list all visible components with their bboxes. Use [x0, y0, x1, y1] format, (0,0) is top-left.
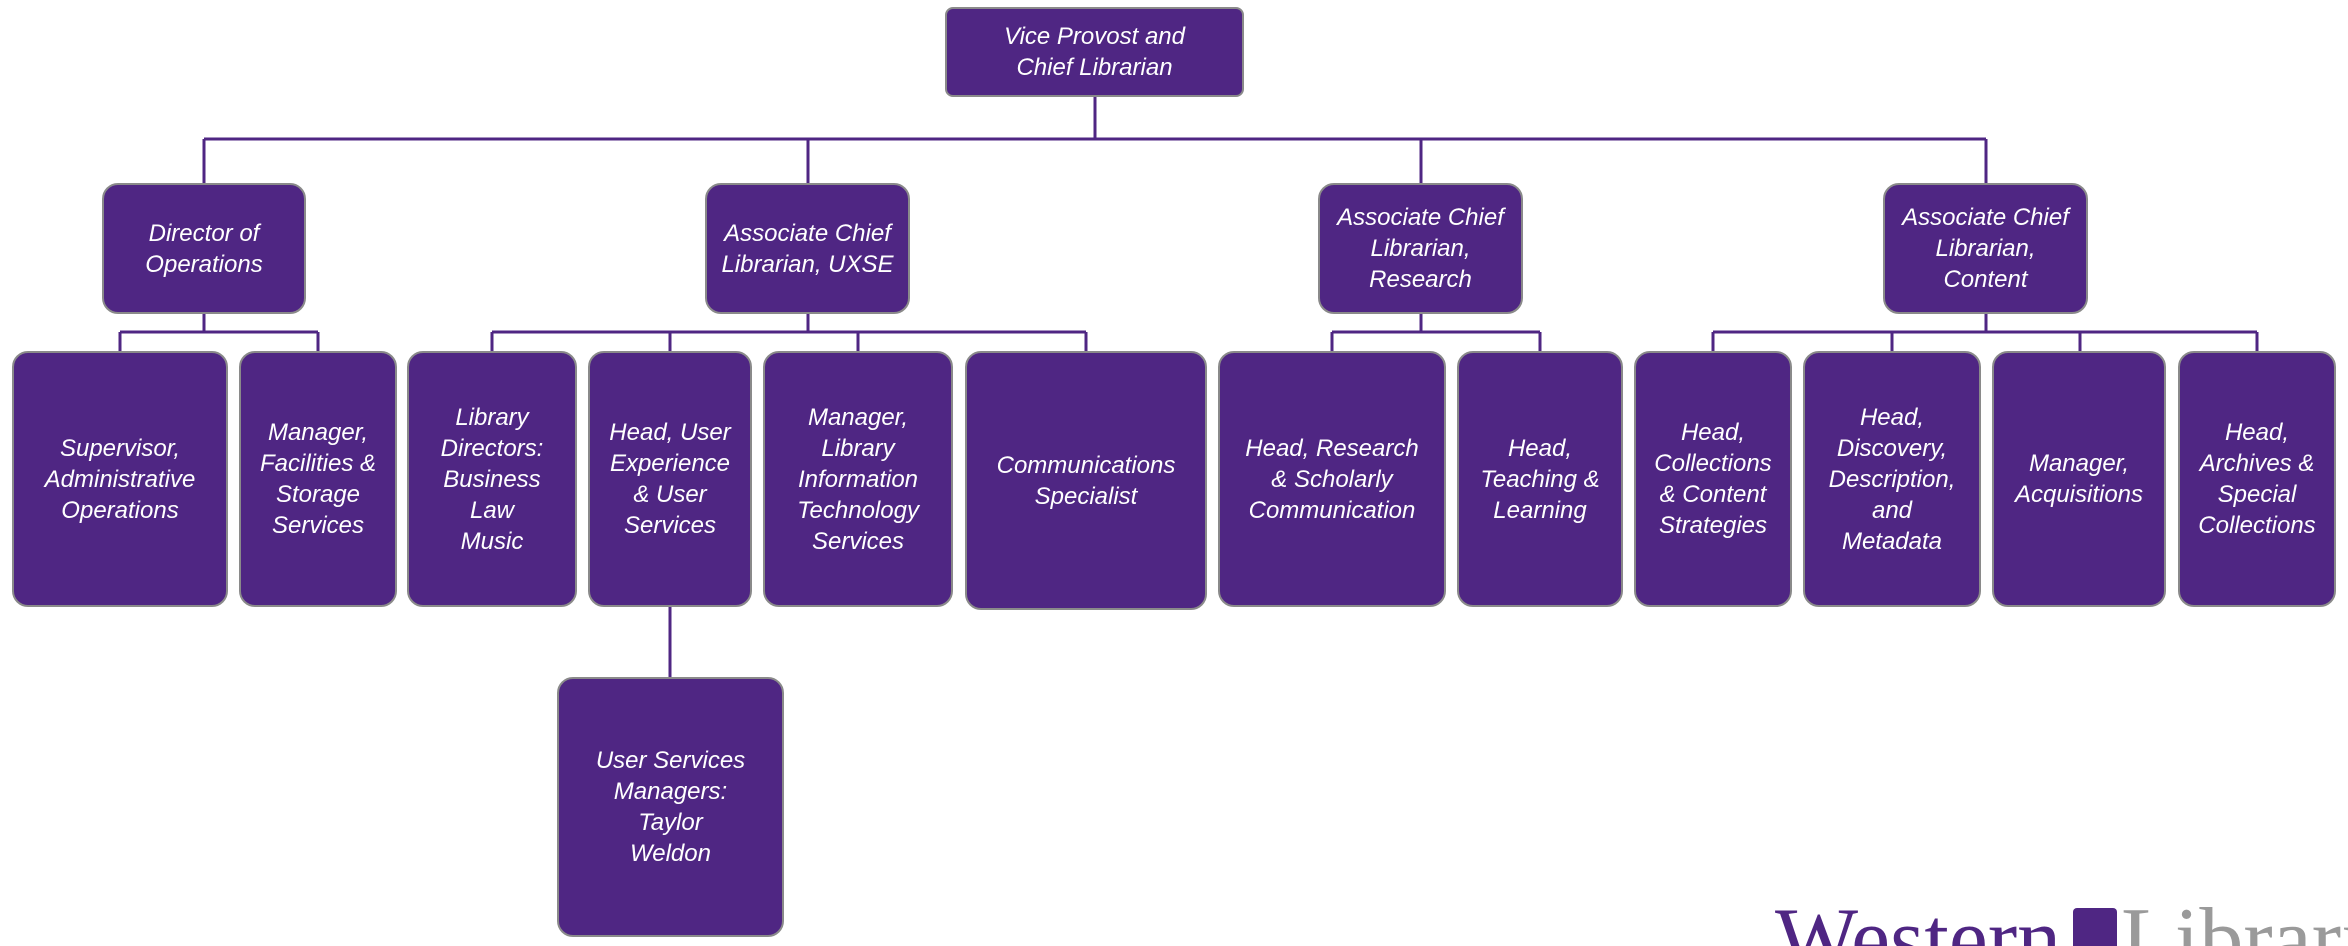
node-manager-acquisitions: Manager, Acquisitions	[1992, 351, 2166, 607]
node-library-directors: Library Directors: Business Law Music	[407, 351, 577, 607]
node-director-operations-label: Director of Operations	[145, 219, 263, 278]
node-manager-facilities-label: Manager, Facilities & Storage Services	[259, 419, 377, 539]
node-user-services-managers-label: User Services Managers: Taylor Weldon	[595, 747, 746, 867]
node-acl-content: Associate Chief Librarian, Content	[1883, 183, 2088, 314]
node-user-services-managers: User Services Managers: Taylor Weldon	[557, 677, 784, 937]
node-head-research: Head, Research & Scholarly Communication	[1218, 351, 1446, 607]
node-head-archives: Head, Archives & Special Collections	[2178, 351, 2336, 607]
node-vice-provost-label: Vice Provost and Chief Librarian	[1004, 23, 1185, 81]
node-head-teaching: Head, Teaching & Learning	[1457, 351, 1623, 607]
node-acl-uxse: Associate Chief Librarian, UXSE	[705, 183, 910, 314]
node-head-discovery: Head, Discovery, Description, and Metada…	[1803, 351, 1981, 607]
node-acl-uxse-label: Associate Chief Librarian, UXSE	[721, 219, 894, 278]
logo-libraries-text: Libraries	[2121, 896, 2348, 946]
western-libraries-logo: Western Libraries	[1775, 896, 2348, 946]
node-supervisor-administrative-operations-label: Supervisor, Administrative Operations	[44, 434, 196, 524]
node-head-user-experience-label: Head, User Experience & User Services	[609, 419, 731, 539]
node-acl-content-label: Associate Chief Librarian, Content	[1902, 204, 2069, 293]
node-library-directors-label: Library Directors: Business Law Music	[440, 403, 544, 555]
node-head-discovery-label: Head, Discovery, Description, and Metada…	[1828, 403, 1956, 555]
node-head-archives-label: Head, Archives & Special Collections	[2198, 419, 2316, 539]
node-manager-acquisitions-label: Manager, Acquisitions	[2014, 450, 2144, 508]
node-acl-research-label: Associate Chief Librarian, Research	[1337, 204, 1504, 293]
node-head-research-label: Head, Research & Scholarly Communication	[1245, 434, 1419, 524]
node-head-user-experience: Head, User Experience & User Services	[588, 351, 752, 607]
node-communications-specialist: Communications Specialist	[965, 351, 1207, 610]
node-head-collections-label: Head, Collections & Content Strategies	[1654, 419, 1772, 539]
node-director-operations: Director of Operations	[102, 183, 306, 314]
shield-icon	[2073, 908, 2118, 946]
node-communications-specialist-label: Communications Specialist	[996, 451, 1176, 510]
node-supervisor-administrative-operations: Supervisor, Administrative Operations	[12, 351, 228, 607]
node-manager-lits: Manager, Library Information Technology …	[763, 351, 953, 607]
node-head-collections: Head, Collections & Content Strategies	[1634, 351, 1792, 607]
node-manager-facilities: Manager, Facilities & Storage Services	[239, 351, 397, 607]
logo-brand-text: Western	[1775, 896, 2062, 946]
node-vice-provost: Vice Provost and Chief Librarian	[945, 7, 1244, 97]
node-acl-research: Associate Chief Librarian, Research	[1318, 183, 1523, 314]
node-head-teaching-label: Head, Teaching & Learning	[1480, 434, 1600, 524]
node-manager-lits-label: Manager, Library Information Technology …	[797, 403, 919, 555]
